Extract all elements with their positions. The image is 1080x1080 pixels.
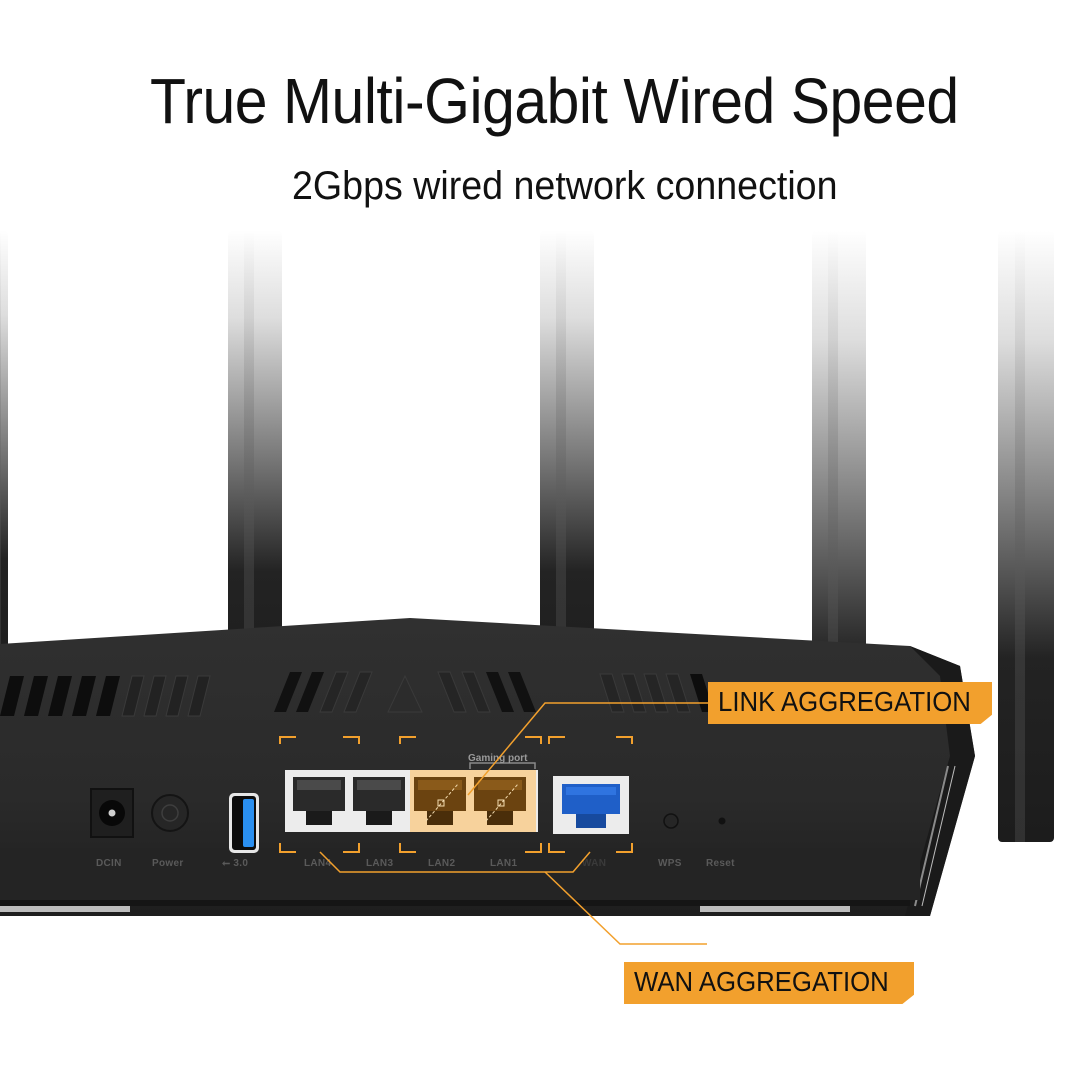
label-power: Power [152, 858, 184, 869]
label-usb-text: 3.0 [233, 858, 249, 869]
link-aggregation-callout: LINK AGGREGATION [708, 682, 992, 724]
label-lan4: LAN4 [304, 858, 332, 869]
label-dcin: DCIN [96, 858, 122, 869]
label-usb: ⭠ 3.0 [222, 858, 248, 869]
wan-port [553, 776, 629, 834]
label-lan3: LAN3 [366, 858, 394, 869]
label-lan2: LAN2 [428, 858, 456, 869]
lan2-gaming-port [414, 777, 466, 825]
page-title: True Multi-Gigabit Wired Speed [150, 65, 959, 137]
power-button[interactable] [152, 795, 188, 831]
usb-port [229, 793, 259, 853]
page-subtitle: 2Gbps wired network connection [292, 164, 838, 208]
link-aggregation-label: LINK AGGREGATION [718, 686, 971, 717]
wps-button[interactable] [663, 813, 679, 829]
antenna-left-edge [0, 230, 8, 700]
label-reset: Reset [706, 858, 735, 869]
wan-aggregation-callout: WAN AGGREGATION [624, 962, 914, 1004]
antenna-4 [998, 230, 1054, 842]
gaming-port-label: Gaming port [468, 753, 528, 764]
dcin-port [91, 789, 133, 837]
router-chassis-graphic [0, 618, 975, 916]
usb-icon: ⭠ [222, 858, 231, 869]
lan1-gaming-port [474, 777, 526, 825]
lan4-port [293, 777, 345, 825]
label-wps: WPS [658, 858, 682, 869]
lan3-port [353, 777, 405, 825]
label-wan: WAN [582, 858, 607, 869]
reset-pinhole[interactable] [717, 816, 727, 826]
label-lan1: LAN1 [490, 858, 518, 869]
router-body: DCIN Power ⭠ 3.0 LAN4 LAN3 LAN2 LAN1 WAN… [0, 616, 1000, 916]
wan-aggregation-label: WAN AGGREGATION [634, 966, 889, 997]
